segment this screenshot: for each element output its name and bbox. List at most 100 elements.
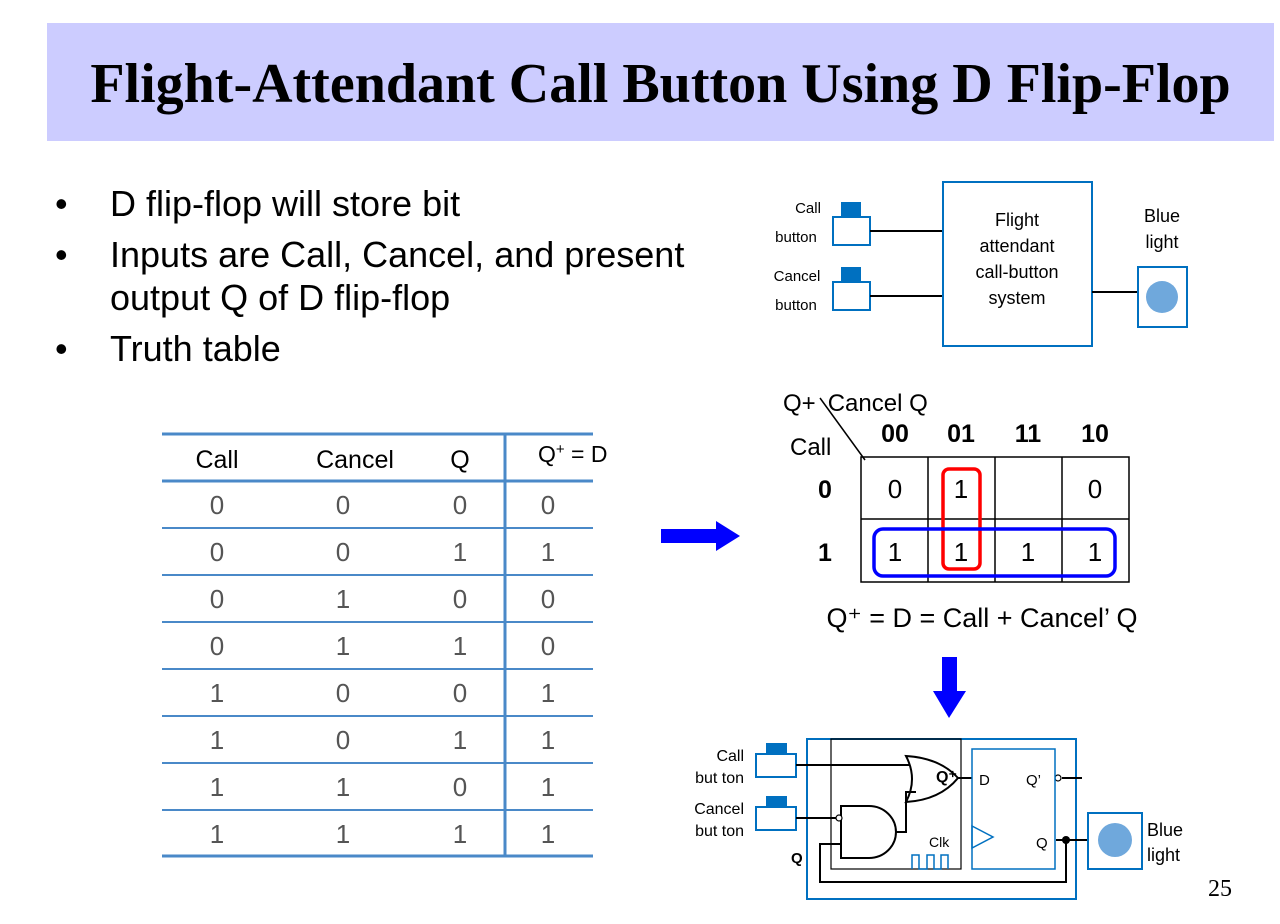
blue-light-label: light <box>1145 232 1178 252</box>
clk-label: Clk <box>929 834 950 850</box>
title-bar: Flight-Attendant Call Button Using D Fli… <box>47 23 1274 141</box>
right-arrow-icon <box>661 521 740 551</box>
table-cell: 0 <box>210 584 224 614</box>
system-label: call-button <box>975 262 1058 282</box>
cancel-button-label: button <box>775 297 817 314</box>
table-cell: 0 <box>210 537 224 567</box>
top-block-diagram: Call button Cancel button Flight attenda… <box>774 181 1188 347</box>
table-cell: 0 <box>541 490 555 520</box>
table-cell: 0 <box>336 537 350 567</box>
bullet-item: •D flip-flop will store bit <box>55 183 461 224</box>
table-cell: 1 <box>210 725 224 755</box>
kmap-row-var: Call <box>790 434 831 461</box>
tt-header-qplus: Q+ = D <box>538 441 607 467</box>
table-cell: 1 <box>541 819 555 849</box>
circuit-call-label: Call <box>716 748 744 765</box>
d-input-label: D <box>979 772 990 789</box>
table-cell: 1 <box>541 772 555 802</box>
table-cell: 1 <box>453 537 467 567</box>
table-cell: 1 <box>336 584 350 614</box>
logic-box <box>830 738 962 870</box>
table-cell: 1 <box>453 819 467 849</box>
call-button-icon <box>841 202 861 217</box>
call-button-label: button <box>775 229 817 246</box>
circuit-call-button-box <box>755 753 797 778</box>
call-button-label: Call <box>795 200 821 217</box>
page-number: 25 <box>1208 876 1232 902</box>
table-cell: 1 <box>541 725 555 755</box>
kmap-col-header: 11 <box>1015 420 1042 448</box>
bullet-dot-icon: • <box>55 234 68 275</box>
table-cell: 0 <box>210 631 224 661</box>
down-arrow-icon <box>933 657 966 718</box>
system-label: attendant <box>979 236 1054 256</box>
qprime-output-label: Q’ <box>1026 772 1041 789</box>
circuit-call-button-icon <box>766 743 787 754</box>
bullet-dot-icon: • <box>55 328 68 369</box>
table-cell: 0 <box>210 490 224 520</box>
kmap-blue-group <box>872 527 1117 578</box>
table-cell: 0 <box>336 490 350 520</box>
table-cell: 1 <box>453 725 467 755</box>
system-label: system <box>988 288 1045 308</box>
table-cell: 0 <box>453 678 467 708</box>
kmap-corner-top: Q+Cancel Q <box>783 390 928 417</box>
bullet-item: •Truth table <box>55 328 281 369</box>
cancel-button-icon <box>841 267 861 282</box>
system-box <box>942 181 1093 347</box>
circuit-light-label: Blue <box>1147 820 1183 840</box>
circuit-call-label: but ton <box>695 770 744 787</box>
table-cell: 0 <box>541 584 555 614</box>
cancel-button-label: Cancel <box>774 268 821 285</box>
table-cell: 0 <box>453 490 467 520</box>
kmap-cell: 1 <box>1021 537 1035 567</box>
kmap-row-header: 1 <box>818 539 832 567</box>
kmap-cell: 1 <box>954 474 968 504</box>
table-cell: 1 <box>336 819 350 849</box>
tt-header-q: Q <box>450 446 469 474</box>
tt-header-cancel: Cancel <box>316 446 394 474</box>
table-cell: 1 <box>336 631 350 661</box>
kmap-col-header: 00 <box>881 420 909 448</box>
cancel-button-box <box>832 281 871 311</box>
table-cell: 0 <box>541 631 555 661</box>
circuit-light-label: light <box>1147 845 1180 865</box>
qplus-label: Q⁺ <box>936 769 957 786</box>
circuit-cancel-button-box <box>755 806 797 831</box>
kmap-cell: 0 <box>1088 474 1102 504</box>
circuit-cancel-button-icon <box>766 796 787 807</box>
table-cell: 1 <box>210 678 224 708</box>
table-cell: 1 <box>210 819 224 849</box>
call-button-box <box>832 216 871 246</box>
q-output-label: Q <box>1036 835 1048 852</box>
circuit-cancel-label: but ton <box>695 823 744 840</box>
table-cell: 0 <box>453 584 467 614</box>
d-flip-flop-box <box>971 748 1056 870</box>
circuit-blue-light-icon <box>1098 823 1132 857</box>
blue-light-icon <box>1146 281 1178 313</box>
kmap-row-header: 0 <box>818 476 832 504</box>
kmap-cell: 1 <box>1088 537 1102 567</box>
karnaugh-map: Q+Cancel Q Call 00 01 11 10 0 1 0 1 0 1 … <box>783 390 1130 583</box>
table-cell: 1 <box>336 772 350 802</box>
table-cell: 1 <box>210 772 224 802</box>
bullet-list: •D flip-flop will store bit •Inputs are … <box>55 182 715 378</box>
kmap-col-header: 01 <box>947 420 975 448</box>
system-label: Flight <box>995 210 1039 230</box>
circuit-diagram: Call but ton Cancel but ton Q⁺ D Q’ Q Cl… <box>694 738 1183 900</box>
q-feedback-label: Q <box>791 850 803 867</box>
table-cell: 1 <box>453 631 467 661</box>
kmap-red-group <box>941 467 982 571</box>
kmap-col-header: 10 <box>1081 420 1109 448</box>
circuit-blue-light-box <box>1087 812 1143 870</box>
table-cell: 1 <box>541 678 555 708</box>
kmap-cell: 1 <box>954 537 968 567</box>
table-cell: 0 <box>336 678 350 708</box>
table-cell: 0 <box>453 772 467 802</box>
slide-title: Flight-Attendant Call Button Using D Fli… <box>90 53 1231 115</box>
kmap-cell: 1 <box>888 537 902 567</box>
blue-light-label: Blue <box>1144 206 1180 226</box>
